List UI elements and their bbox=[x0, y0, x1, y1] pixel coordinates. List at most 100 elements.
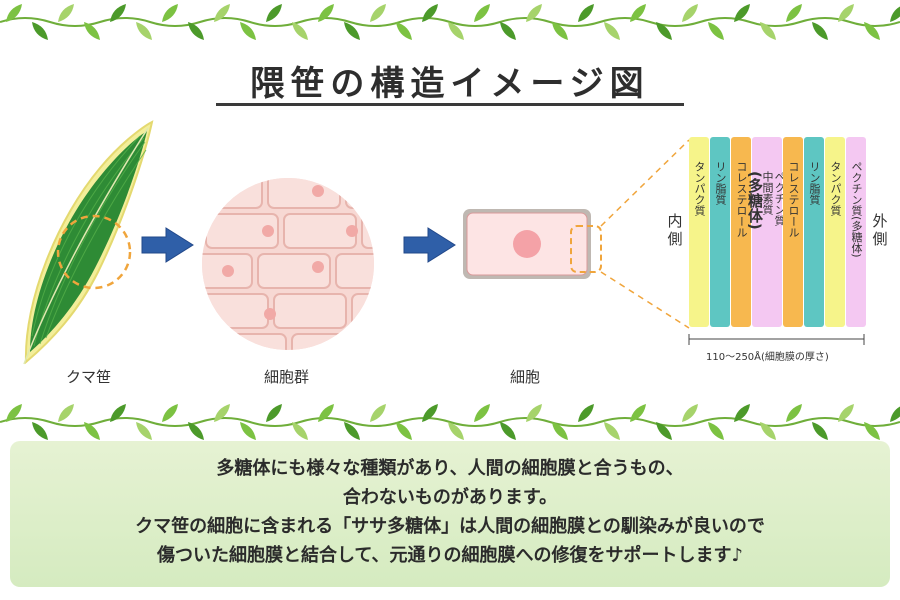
leaf-icon bbox=[604, 22, 620, 40]
leaf-icon bbox=[526, 404, 542, 422]
cell-cluster-illustration bbox=[202, 178, 374, 350]
leaf-icon bbox=[630, 404, 646, 422]
leaf-icon bbox=[344, 22, 360, 40]
outer-side-label: 外側 bbox=[872, 212, 888, 248]
leaf-icon bbox=[526, 4, 542, 22]
leaf-icon bbox=[188, 22, 204, 40]
leaf-icon bbox=[58, 404, 74, 422]
leaf-icon bbox=[84, 422, 100, 440]
leaf-garland-top bbox=[0, 4, 900, 40]
membrane-layers: タンパク質 リン脂質 コレステロール ペクチン質 中間素質 (多糖体) コレステ… bbox=[689, 137, 867, 327]
leaf-icon bbox=[864, 422, 880, 440]
leaf-icon bbox=[6, 404, 22, 422]
leaf-icon bbox=[786, 404, 802, 422]
leaf-icon bbox=[604, 422, 620, 440]
leaf-icon bbox=[110, 4, 126, 22]
leaf-zoom-circle bbox=[56, 214, 132, 290]
page-title: 隈笹の構造イメージ図 bbox=[250, 64, 650, 104]
leaf-icon bbox=[240, 22, 256, 40]
leaf-icon bbox=[734, 4, 750, 22]
membrane-layer-cholesterol-outer: コレステロール bbox=[783, 137, 803, 327]
leaf-icon bbox=[422, 4, 438, 22]
leaf-icon bbox=[474, 404, 490, 422]
leaf-icon bbox=[240, 422, 256, 440]
leaf-icon bbox=[136, 422, 152, 440]
leaf-icon bbox=[58, 4, 74, 22]
arrow-icon bbox=[403, 227, 456, 263]
description-text: 多糖体にも様々な種類があり、人間の細胞膜と合うもの、 合わないものがあります。 … bbox=[10, 454, 890, 570]
single-cell-illustration bbox=[463, 209, 602, 279]
leaf-icon bbox=[708, 22, 724, 40]
membrane-thickness-label: 110〜250Å(細胞膜の厚さ) bbox=[706, 352, 829, 363]
stage-label-leaf: クマ笹 bbox=[66, 368, 112, 386]
leaf-garland-middle bbox=[0, 404, 900, 440]
leaf-icon bbox=[32, 22, 48, 40]
arrow-icon bbox=[141, 227, 194, 263]
leaf-icon bbox=[214, 404, 230, 422]
structure-diagram bbox=[23, 120, 865, 365]
description-line: 多糖体にも様々な種類があり、人間の細胞膜と合うもの、 bbox=[216, 458, 684, 479]
membrane-layer-pectin-outer: ペクチン質(多糖体) bbox=[846, 137, 866, 327]
leaf-icon bbox=[682, 404, 698, 422]
leaf-icon bbox=[266, 404, 282, 422]
leaf-icon bbox=[864, 22, 880, 40]
leaf-icon bbox=[552, 422, 568, 440]
leaf-icon bbox=[292, 422, 308, 440]
leaf-icon bbox=[838, 4, 854, 22]
leaf-icon bbox=[448, 22, 464, 40]
leaf-icon bbox=[656, 422, 672, 440]
leaf-icon bbox=[32, 422, 48, 440]
leaf-icon bbox=[396, 422, 412, 440]
leaf-icon bbox=[344, 422, 360, 440]
description-line: 傷ついた細胞膜と結合して、元通りの細胞膜への修復をサポートします♪ bbox=[156, 545, 744, 566]
leaf-icon bbox=[838, 404, 854, 422]
leaf-icon bbox=[578, 404, 594, 422]
title-underline bbox=[216, 103, 684, 106]
leaf-icon bbox=[474, 4, 490, 22]
leaf-icon bbox=[162, 4, 178, 22]
leaf-icon bbox=[630, 4, 646, 22]
membrane-layer-middle-pectin: ペクチン質 中間素質 (多糖体) bbox=[746, 137, 786, 327]
zoom-lines bbox=[600, 139, 690, 329]
leaf-icon bbox=[214, 4, 230, 22]
leaf-icon bbox=[396, 22, 412, 40]
leaf-icon bbox=[708, 422, 724, 440]
membrane-layer-phospholipid-inner: リン脂質 bbox=[710, 137, 730, 327]
leaf-icon bbox=[318, 4, 334, 22]
leaf-icon bbox=[6, 4, 22, 22]
leaf-icon bbox=[500, 22, 516, 40]
leaf-icon bbox=[370, 4, 386, 22]
membrane-layer-protein-outer: タンパク質 bbox=[825, 137, 845, 327]
leaf-icon bbox=[292, 22, 308, 40]
leaf-icon bbox=[448, 422, 464, 440]
leaf-icon bbox=[84, 22, 100, 40]
bamboo-leaf-illustration bbox=[23, 120, 154, 365]
leaf-icon bbox=[760, 22, 776, 40]
leaf-icon bbox=[162, 404, 178, 422]
membrane-layer-protein-inner: タンパク質 bbox=[689, 137, 709, 327]
leaf-icon bbox=[266, 4, 282, 22]
inner-side-label: 内側 bbox=[667, 212, 683, 248]
description-line: クマ笹の細胞に含まれる「ササ多糖体」は人間の細胞膜との馴染みが良いので bbox=[135, 516, 765, 537]
description-line: 合わないものがあります。 bbox=[342, 487, 558, 508]
leaf-icon bbox=[422, 404, 438, 422]
leaf-icon bbox=[370, 404, 386, 422]
leaf-icon bbox=[682, 4, 698, 22]
stage-label-cell: 細胞 bbox=[510, 368, 541, 386]
stage-label-cells: 細胞群 bbox=[264, 368, 310, 386]
leaf-icon bbox=[812, 22, 828, 40]
leaf-icon bbox=[786, 4, 802, 22]
cell-zoom-box bbox=[570, 225, 602, 273]
membrane-layer-phospholipid-outer: リン脂質 bbox=[804, 137, 824, 327]
leaf-icon bbox=[136, 22, 152, 40]
leaf-icon bbox=[890, 6, 900, 22]
leaf-icon bbox=[760, 422, 776, 440]
leaf-icon bbox=[734, 404, 750, 422]
leaf-icon bbox=[500, 422, 516, 440]
leaf-icon bbox=[188, 422, 204, 440]
leaf-icon bbox=[656, 22, 672, 40]
description-panel bbox=[10, 441, 890, 587]
leaf-icon bbox=[812, 422, 828, 440]
leaf-icon bbox=[552, 22, 568, 40]
leaf-icon bbox=[110, 404, 126, 422]
